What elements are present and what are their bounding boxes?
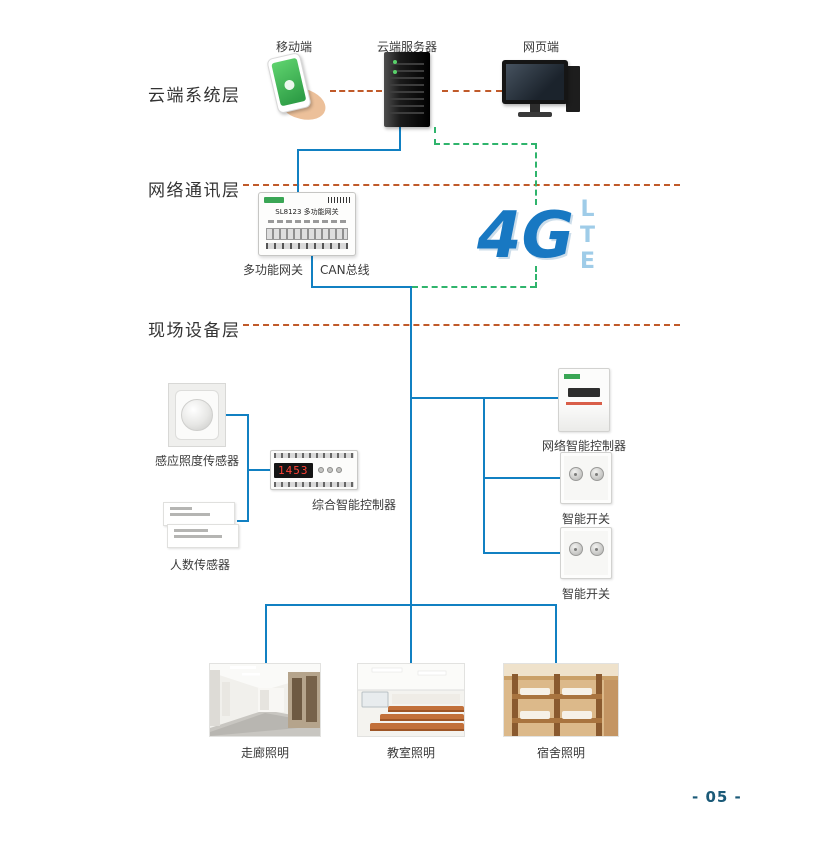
line-light-sensor — [226, 414, 249, 416]
pc-stand-base — [518, 112, 552, 117]
gateway-text-row — [268, 220, 346, 223]
controller-terminals-bottom — [274, 482, 354, 487]
controller-device-image: 1453 — [270, 450, 358, 490]
smart-switch-1-label: 智能开关 — [562, 512, 611, 526]
layer-divider-field — [243, 324, 680, 326]
network-controller-logo — [564, 374, 580, 379]
server-led-icon — [393, 60, 397, 64]
gateway-device-image: SL8123 多功能网关 — [258, 192, 356, 256]
line-people-sensor — [237, 520, 249, 522]
mobile-label: 移动端 — [275, 40, 312, 54]
line-corridor-drop — [265, 604, 267, 665]
dashed-4g-bottom — [412, 286, 536, 288]
light-sensor-label: 感应照度传感器 — [155, 454, 240, 468]
line-gateway-down — [311, 256, 313, 288]
network-controller-stripe — [566, 402, 602, 405]
line-to-controller — [247, 469, 271, 471]
line-bottom-bus — [265, 604, 557, 606]
gateway-brand-logo — [264, 197, 284, 203]
corridor-photo — [210, 664, 320, 736]
pc-screen — [502, 60, 568, 104]
layer-label-network: 网络通讯层 — [148, 181, 241, 201]
4g-text: 4G — [477, 198, 575, 273]
smart-switch-2-image — [560, 527, 612, 579]
people-sensor-card-bottom — [167, 524, 239, 548]
layer-divider-network — [243, 184, 680, 186]
dashed-4g-server-down — [434, 127, 436, 145]
web-label: 网页端 — [522, 40, 559, 54]
lte-text: LTE — [575, 197, 601, 275]
line-main-bus — [410, 286, 412, 665]
dorm-label: 宿舍照明 — [537, 746, 586, 760]
pc-screen-panel — [506, 64, 564, 100]
phone-screen — [271, 57, 307, 107]
pc-tower — [566, 66, 580, 112]
cloud-server-image — [384, 52, 430, 127]
classroom-label: 教室照明 — [387, 746, 436, 760]
switch-knob — [568, 542, 583, 556]
light-sensor-image — [168, 383, 226, 447]
dorm-photo — [504, 664, 618, 736]
phone-body — [266, 51, 312, 115]
web-terminal-image — [502, 58, 580, 122]
logo-4g-lte: 4G LTE — [477, 197, 603, 275]
line-left-riser — [247, 414, 249, 522]
gateway-label: 多功能网关 — [243, 263, 304, 277]
controller-label: 综合智能控制器 — [312, 498, 397, 512]
gateway-barcode — [328, 197, 350, 203]
mobile-phone-image — [262, 51, 329, 125]
line-server-down — [399, 127, 401, 151]
network-controller-label: 网络智能控制器 — [542, 439, 627, 453]
people-sensor-card-top — [163, 502, 235, 526]
server-label: 云端服务器 — [376, 40, 437, 54]
server-slots — [390, 58, 424, 119]
controller-display: 1453 — [274, 462, 313, 478]
gateway-screw-row — [266, 243, 348, 249]
people-sensor-image — [163, 502, 239, 550]
pc-stand-neck — [530, 104, 540, 112]
switch-knob — [589, 467, 604, 481]
classroom-photo — [358, 664, 464, 736]
dashed-4g-right-lower — [535, 266, 537, 288]
smart-switch-2-label: 智能开关 — [562, 587, 611, 601]
controller-buttons — [317, 467, 342, 473]
network-controller-slot — [568, 388, 600, 397]
dashed-4g-top — [434, 143, 537, 145]
line-server-gateway-h — [297, 149, 401, 151]
line-dorm-drop — [555, 604, 557, 665]
layer-label-field: 现场设备层 — [148, 321, 241, 341]
controller-terminals-top — [274, 453, 354, 458]
gateway-terminals — [266, 228, 348, 240]
line-switch1 — [483, 477, 560, 479]
line-switch2 — [483, 552, 560, 554]
line-can-h — [311, 286, 412, 288]
corridor-label: 走廊照明 — [241, 746, 290, 760]
smart-switch-1-image — [560, 452, 612, 504]
light-sensor-face — [175, 390, 219, 440]
can-bus-label: CAN总线 — [320, 263, 370, 277]
layer-label-cloud: 云端系统层 — [148, 86, 241, 106]
gateway-model-text: SL8123 多功能网关 — [275, 208, 339, 216]
people-sensor-label: 人数传感器 — [170, 558, 231, 572]
switch-knob — [589, 542, 604, 556]
dashed-4g-right-upper — [535, 143, 537, 205]
dashed-link-server-web — [442, 90, 502, 92]
line-gateway-up — [297, 149, 299, 193]
light-sensor-dome — [181, 399, 213, 431]
network-controller-image — [558, 368, 610, 432]
page-number: - 05 - — [692, 788, 742, 806]
line-right-riser — [483, 397, 485, 554]
dashed-link-phone-server — [330, 90, 382, 92]
switch-knob — [568, 467, 583, 481]
